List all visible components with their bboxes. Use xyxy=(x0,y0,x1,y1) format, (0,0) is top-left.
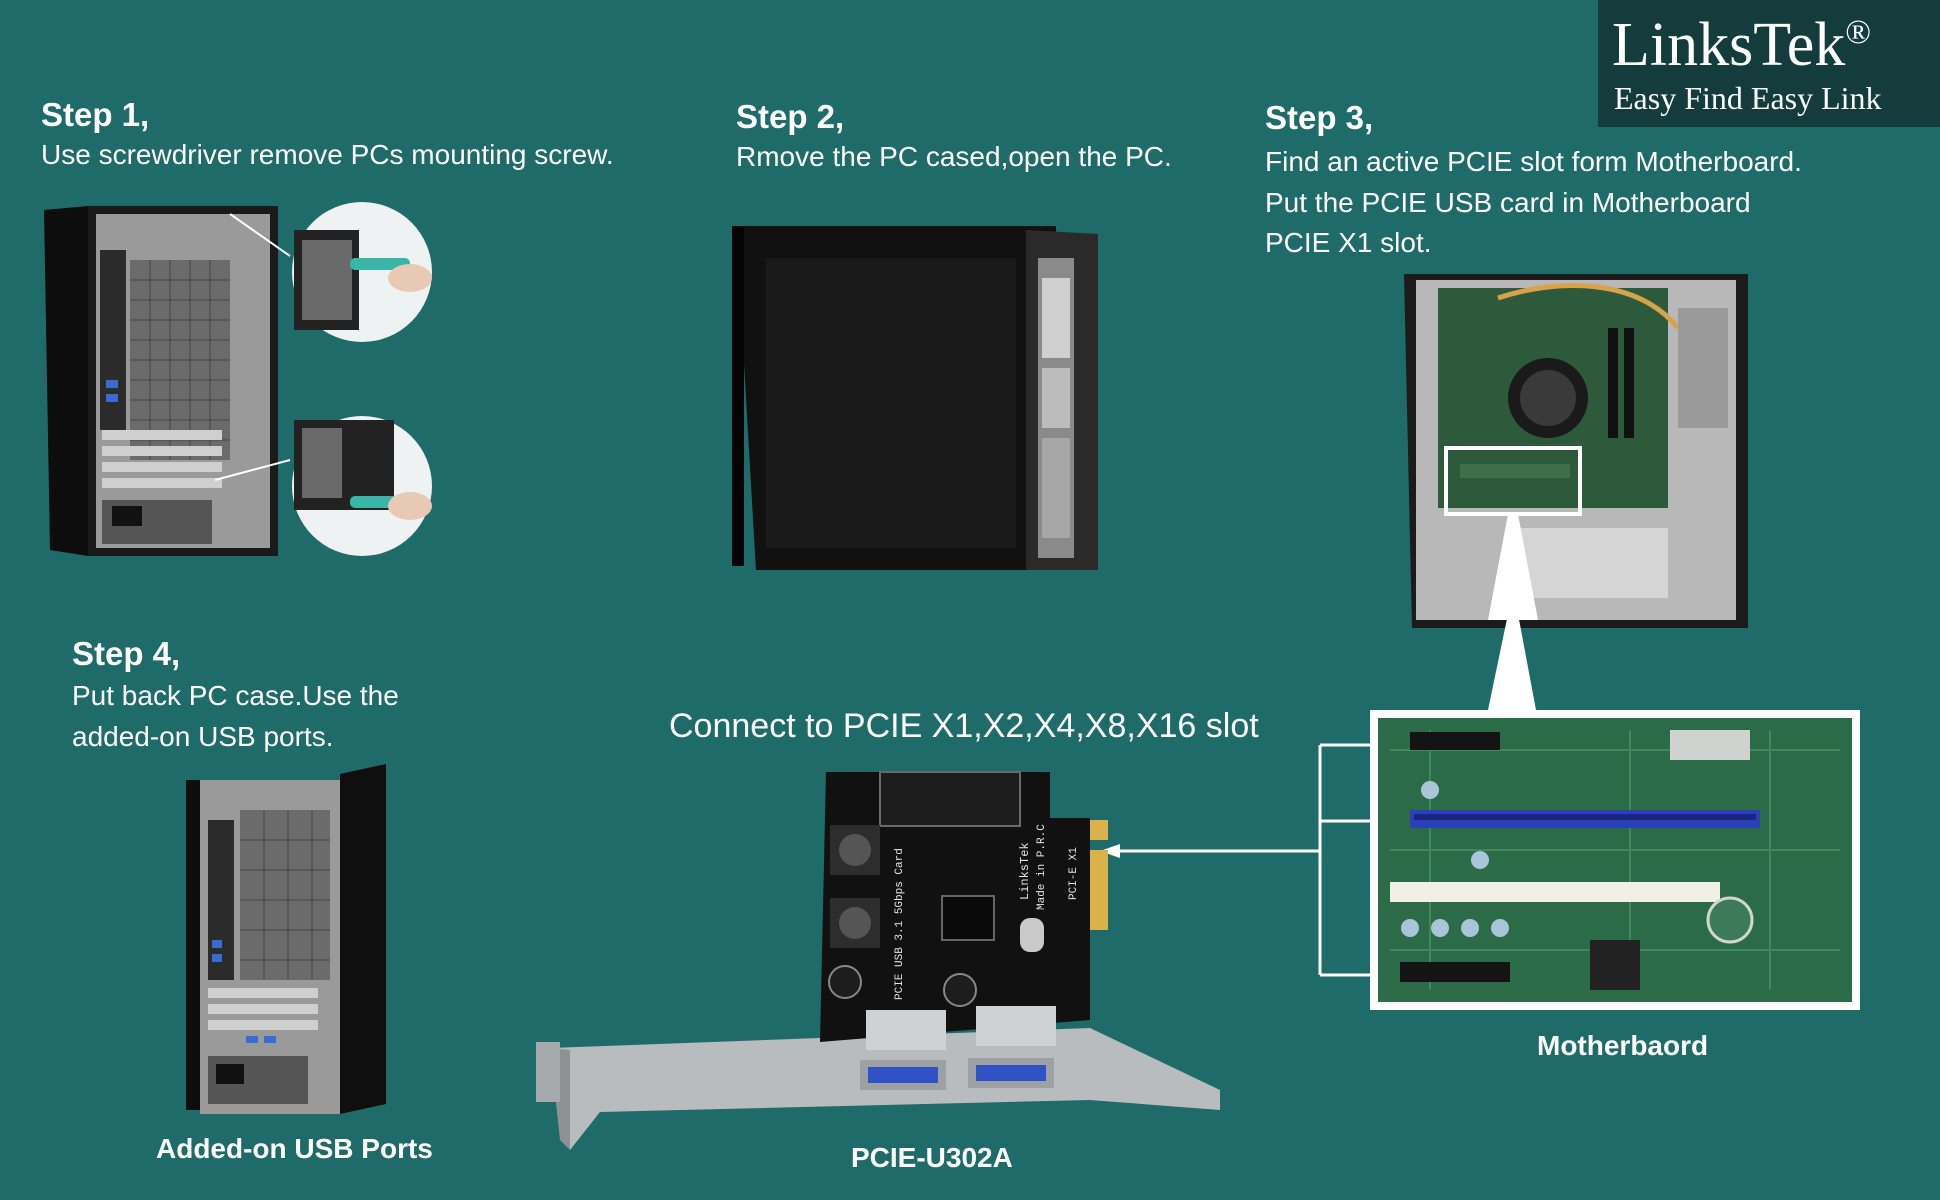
step3-pc-interior-image xyxy=(1404,274,1748,628)
slot-bracket-lines xyxy=(1100,743,1370,977)
step4-title: Step 4, xyxy=(72,635,181,672)
card-print-line2: LinksTek xyxy=(1018,842,1032,900)
step2-pc-open-image xyxy=(732,226,1098,570)
step4-text-1: Put back PC case.Use the xyxy=(72,680,399,711)
screw-inset-top xyxy=(292,202,432,342)
connect-caption: Connect to PCIE X1,X2,X4,X8,X16 slot xyxy=(669,707,1259,745)
brand-tagline: Easy Find Easy Link xyxy=(1614,80,1882,116)
usb-port-left xyxy=(860,1060,946,1090)
card-model-label: PCIE-U302A xyxy=(851,1142,1013,1173)
usb-port-right xyxy=(968,1058,1054,1088)
step3-title: Step 3, xyxy=(1265,99,1374,136)
step3-text-2: Put the PCIE USB card in Motherboard xyxy=(1265,187,1751,218)
screw-inset-bottom xyxy=(292,416,432,556)
step4-text-2: added-on USB ports. xyxy=(72,721,334,752)
card-print-line1: PCIE USB 3.1 5Gbps Card xyxy=(894,848,906,1000)
card-print-line3: Made in P.R.C xyxy=(1036,824,1048,910)
step3-text-3: PCIE X1 slot. xyxy=(1265,227,1432,258)
rear-vent-grid xyxy=(130,260,230,460)
brand-logo: LinksTek® Easy Find Easy Link xyxy=(1598,0,1940,127)
step1-text: Use screwdriver remove PCs mounting scre… xyxy=(41,139,614,170)
brand-name: LinksTek® xyxy=(1612,11,1872,79)
zoom-callout-wedge xyxy=(1488,614,1536,710)
registered-mark: ® xyxy=(1845,14,1872,51)
card-print-line4: PCI-E X1 xyxy=(1068,847,1080,900)
step4-pc-rear-image xyxy=(186,764,386,1114)
step2-text: Rmove the PC cased,open the PC. xyxy=(736,141,1172,172)
motherboard-label: Motherbaord xyxy=(1537,1030,1709,1061)
pcie-usb-card-image: PCIE USB 3.1 5Gbps Card LinksTek Made in… xyxy=(536,771,1220,1150)
step2-title: Step 2, xyxy=(736,98,845,135)
motherboard-closeup-image xyxy=(1370,710,1860,1010)
added-usb-ports-label: Added-on USB Ports xyxy=(156,1133,433,1164)
step1-title: Step 1, xyxy=(41,96,150,133)
step3-text-1: Find an active PCIE slot form Motherboar… xyxy=(1265,146,1802,177)
step1-pc-rear-image xyxy=(44,202,432,556)
